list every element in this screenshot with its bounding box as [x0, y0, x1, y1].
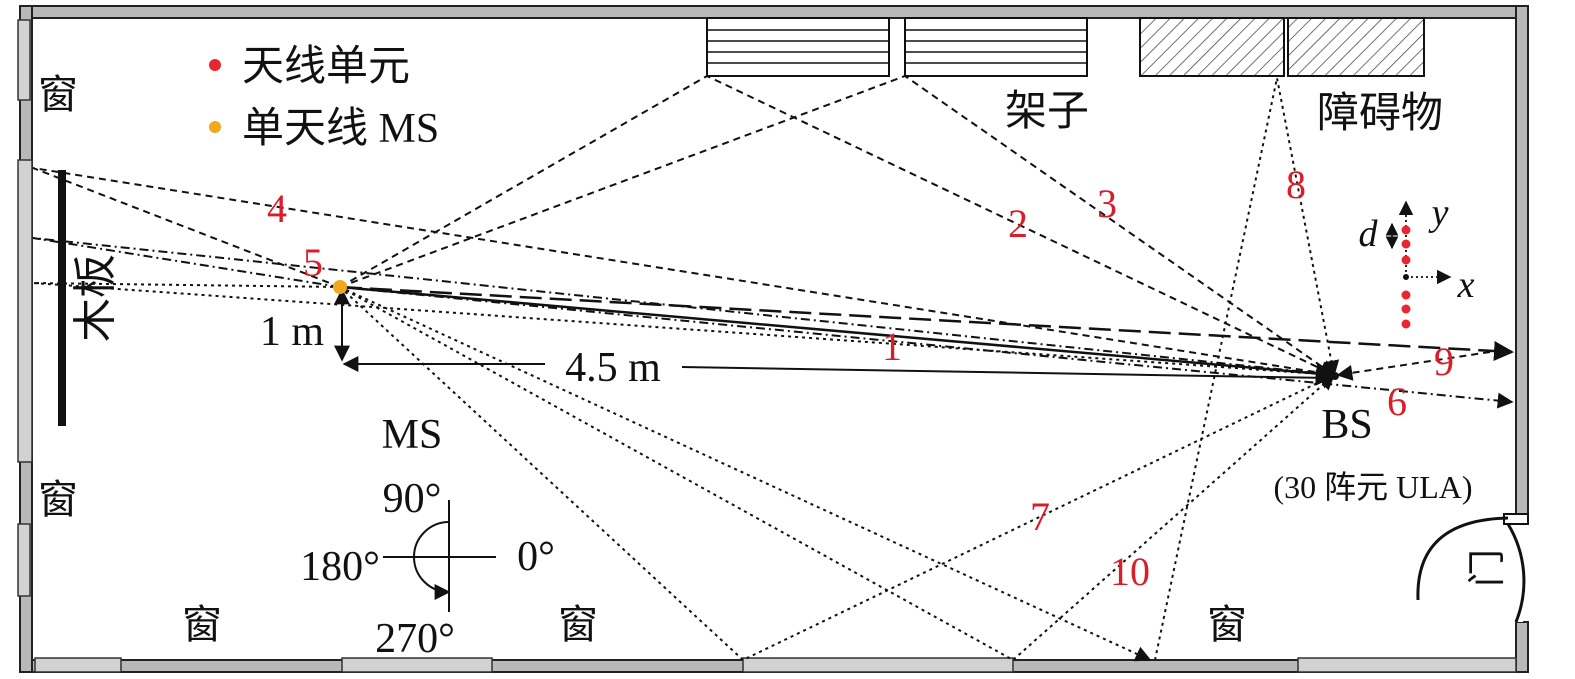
path-label-3: 3 [1097, 181, 1117, 226]
ula-element [1401, 255, 1411, 265]
right-wall-upper [1515, 5, 1529, 515]
legend: 天线单元 单天线 MS [209, 44, 439, 152]
angle-270-label: 270° [375, 616, 455, 662]
path-4-line [32, 167, 1336, 381]
path-label-7: 7 [1030, 494, 1050, 539]
left-window-upper [17, 159, 33, 463]
shelf-2 [904, 17, 1088, 77]
path-labels: 1 2 3 4 5 6 7 8 9 10 [267, 162, 1454, 594]
path-8-line [1154, 77, 1340, 661]
ula-element [1401, 319, 1411, 329]
dimension-vertical-label: 1 m [260, 309, 325, 355]
axis-x-label: x [1457, 264, 1475, 306]
bs-antenna-marker [1331, 372, 1339, 380]
path-6-line [339, 286, 1514, 409]
window-label-bottom-2: 窗 [558, 602, 598, 647]
path-label-10: 10 [1110, 549, 1150, 594]
dimension-horizontal-label: 4.5 m [565, 345, 661, 391]
axis-d-label: d [1359, 213, 1379, 255]
shelf-label: 架子 [1005, 89, 1089, 135]
window-label-bottom-3: 窗 [1207, 602, 1247, 647]
legend-ms-label: 单天线 MS [242, 106, 439, 152]
bs-sublabel: (30 阵元 ULA) [1273, 469, 1472, 505]
right-wall-lower [1515, 621, 1529, 673]
bs-label: BS [1321, 402, 1372, 448]
window-label-bottom-1: 窗 [182, 602, 222, 647]
angle-reference [383, 500, 496, 612]
path-2-line [339, 74, 1336, 377]
obstacle-label: 障碍物 [1317, 91, 1443, 137]
path-extra-line [339, 286, 1152, 662]
path-5-line [32, 237, 1336, 382]
ms-label: MS [382, 412, 443, 458]
dimension-lines [334, 288, 1332, 386]
shelf-1 [706, 17, 890, 77]
top-wall [19, 5, 1529, 19]
path-9-line [339, 285, 1514, 361]
obstacle-1 [1139, 17, 1285, 77]
path-label-8: 8 [1286, 162, 1306, 207]
ula-element [1401, 239, 1411, 249]
left-window-lower [17, 523, 31, 597]
ms-antenna-marker [333, 280, 347, 294]
legend-antenna-dot [209, 59, 221, 71]
ula-element [1401, 225, 1411, 235]
path-label-2: 2 [1008, 201, 1028, 246]
angle-0-label: 0° [517, 534, 555, 580]
path-9-return [1336, 351, 1491, 381]
path-label-4: 4 [267, 186, 287, 231]
bottom-window-1 [34, 657, 122, 673]
angle-90-label: 90° [383, 476, 442, 522]
path-1-line [339, 285, 1336, 384]
ula-element [1401, 290, 1411, 300]
path-5b-line [32, 282, 1336, 382]
path-7-line [339, 286, 1336, 662]
path-10-line [339, 286, 1336, 662]
window-label-left-bottom: 窗 [38, 477, 78, 522]
legend-ms-dot [209, 121, 221, 133]
window-label-left-top: 窗 [38, 72, 78, 117]
door-label: 门 [1467, 549, 1509, 587]
propagation-paths [32, 74, 1514, 662]
board-label: 木板 [71, 254, 120, 342]
path-label-1: 1 [882, 324, 902, 369]
obstacle-2 [1287, 17, 1425, 77]
ula-array [1385, 200, 1452, 329]
wood-board [58, 170, 66, 426]
path-label-5: 5 [303, 240, 323, 285]
path-label-6: 6 [1387, 379, 1407, 424]
bottom-window-3 [742, 657, 1014, 673]
legend-antenna-label: 天线单元 [242, 44, 410, 90]
obstacles [1139, 17, 1425, 77]
shelves [706, 17, 1088, 77]
windows [17, 19, 1517, 673]
bottom-window-2 [341, 657, 493, 673]
path-label-9: 9 [1434, 339, 1454, 384]
ula-element [1401, 304, 1411, 314]
angle-180-label: 180° [300, 544, 380, 590]
path-3-line [339, 74, 1336, 376]
door [1416, 513, 1529, 623]
axis-y-label: y [1428, 192, 1449, 234]
bottom-window-4 [1297, 657, 1517, 673]
left-window-top [17, 19, 31, 101]
ula-origin [1403, 274, 1409, 280]
